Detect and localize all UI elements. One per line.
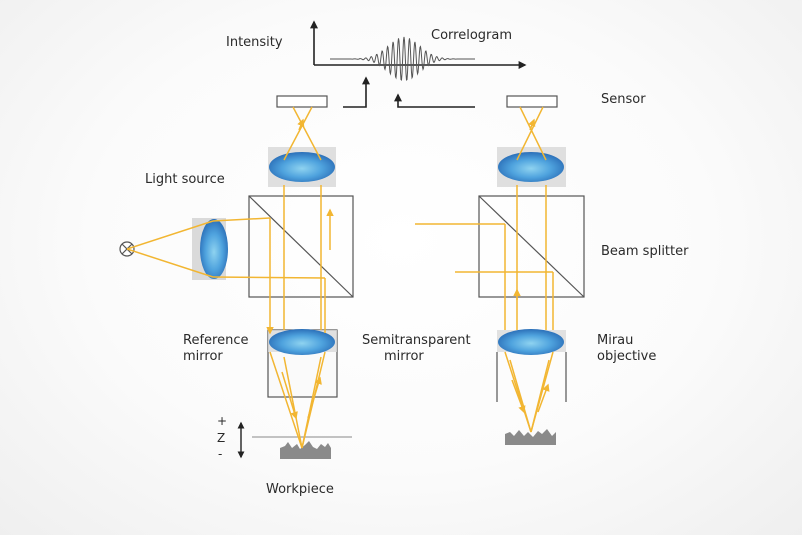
right-workpiece-surface <box>505 429 556 445</box>
z-axis-label: Z <box>217 431 226 445</box>
right-sensor <box>506 95 558 108</box>
reference-mirror-label: Reference mirror <box>183 333 263 365</box>
right-beam-splitter-cube <box>478 195 585 298</box>
correlogram-label: Correlogram <box>431 28 512 43</box>
semitransparent-mirror-line-1: Semitransparent <box>362 333 471 348</box>
mirau-objective-line-2: objective <box>597 349 657 364</box>
reference-mirror-line-2: mirror <box>183 349 223 364</box>
light-source-lens <box>200 219 228 279</box>
semitransparent-mirror-line-2: mirror <box>384 349 424 364</box>
reference-mirror-line-1: Reference <box>183 333 249 348</box>
beam-splitter-label: Beam splitter <box>601 244 689 259</box>
right-beams <box>415 106 554 433</box>
left-sensor <box>276 95 328 108</box>
right-setup <box>415 95 585 445</box>
left-setup <box>119 95 354 459</box>
z-plus-label: + <box>217 414 228 428</box>
mirau-objective-line-1: Mirau <box>597 333 634 348</box>
intensity-label: Intensity <box>226 35 283 50</box>
correlogram-wave <box>330 36 475 81</box>
workpiece-label: Workpiece <box>266 482 334 497</box>
left-beam-splitter-cube <box>248 195 354 298</box>
correlogram-plot <box>310 20 527 81</box>
left-sensor-connector <box>343 76 370 108</box>
right-top-lens <box>498 152 564 182</box>
left-beams <box>126 106 334 449</box>
right-sensor-connector <box>394 93 475 108</box>
mirau-objective-lens <box>498 329 564 355</box>
left-top-lens <box>269 152 335 182</box>
mirau-objective-label: Mirau objective <box>597 333 687 365</box>
left-objective-lens <box>269 329 335 355</box>
sensor-label: Sensor <box>601 92 646 107</box>
light-source-label: Light source <box>145 172 225 187</box>
right-beam-splitter-diagonal <box>478 195 585 298</box>
z-minus-label: - <box>218 447 223 461</box>
left-beam-splitter-diagonal <box>248 195 354 298</box>
left-workpiece-surface <box>280 441 331 459</box>
semitransparent-mirror-label: Semitransparent mirror <box>362 333 482 365</box>
